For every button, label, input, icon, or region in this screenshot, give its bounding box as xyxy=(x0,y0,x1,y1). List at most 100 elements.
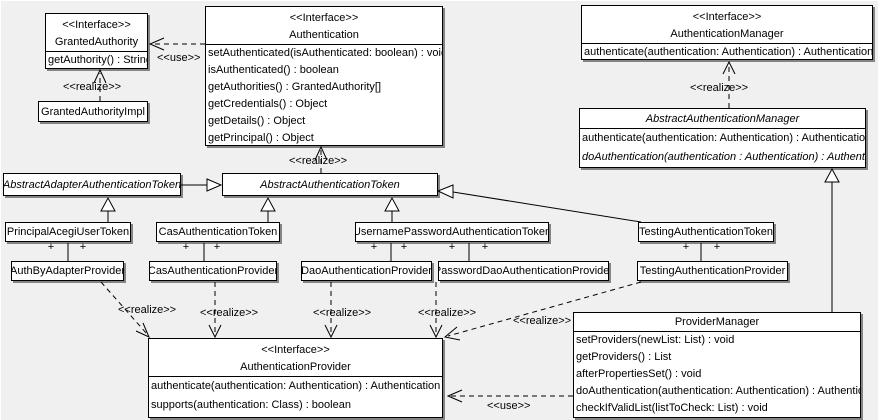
class-dao-authentication-provider[interactable]: DaoAuthenticationProvider xyxy=(301,261,432,281)
open-arrowhead xyxy=(135,322,150,338)
class-name: CasAuthenticationToken xyxy=(158,226,278,238)
realize-label-casprovider: <<realize>> xyxy=(200,307,259,319)
class-header: <<Interface>> AuthenticationProvider xyxy=(149,339,442,376)
multiplicity-plus: + xyxy=(682,241,690,253)
class-password-dao-authentication-provider[interactable]: PasswordDaoAuthenticationProvider xyxy=(438,261,609,281)
compartment-divider xyxy=(582,43,872,44)
stereotype: <<Interface>> xyxy=(62,19,131,31)
class-cas-authentication-token[interactable]: CasAuthenticationToken xyxy=(156,222,280,242)
realize-label-daoprovider: <<realize>> xyxy=(313,307,372,319)
method: getDetails() : Object xyxy=(208,115,306,127)
multiplicity-plus: + xyxy=(182,241,190,253)
class-cas-authentication-provider[interactable]: CasAuthenticationProvider xyxy=(149,261,277,281)
class-abstract-authentication-manager[interactable]: AbstractAuthenticationManager authentica… xyxy=(579,108,866,168)
open-arrowhead xyxy=(208,324,222,339)
multiplicity-plus: + xyxy=(79,241,87,253)
stereotype: <<Interface>> xyxy=(692,11,762,23)
class-granted-authority-impl[interactable]: GrantedAuthorityImpl xyxy=(38,101,148,122)
class-header: AbstractAuthenticationManager xyxy=(580,109,865,128)
compartment-divider xyxy=(46,51,147,52)
class-name: AbstractAuthenticationToken xyxy=(260,178,400,191)
edge-generalization-casauthenticationtoken[interactable] xyxy=(260,196,276,222)
multiplicity-plus: + xyxy=(213,241,221,253)
class-authentication-provider[interactable]: <<Interface>> AuthenticationProvider aut… xyxy=(148,338,443,418)
edge-generalization-principalacegiusertoken[interactable] xyxy=(100,196,116,222)
method: checkIfValidList(listToCheck: List) : vo… xyxy=(576,402,768,414)
class-name: UsernamePasswordAuthenticationToken xyxy=(355,226,549,238)
edge-generalization-testingauthenticationtoken[interactable] xyxy=(436,184,642,223)
stereotype: <<Interface>> xyxy=(289,12,359,24)
open-arrowhead xyxy=(429,324,443,339)
class-username-password-authentication-token[interactable]: UsernamePasswordAuthenticationToken xyxy=(355,222,549,242)
method: authenticate(authentication: Authenticat… xyxy=(151,380,441,392)
triangle-arrowhead xyxy=(824,167,840,183)
multiplicity-plus: + xyxy=(370,241,378,253)
method: setAuthenticated(isAuthenticated: boolea… xyxy=(208,47,443,59)
multiplicity-plus: + xyxy=(400,241,408,253)
edge-use-authentication-grantedauthority[interactable] xyxy=(148,37,205,51)
class-name: CasAuthenticationProvider xyxy=(149,265,277,277)
triangle-arrowhead xyxy=(100,196,116,212)
class-authentication-manager[interactable]: <<Interface>> AuthenticationManager auth… xyxy=(581,5,873,60)
open-arrowhead xyxy=(148,37,165,51)
triangle-arrowhead xyxy=(260,196,276,212)
multiplicity-plus: + xyxy=(448,241,456,253)
method: supports(authentication: Class) : boolea… xyxy=(151,399,351,411)
class-name: AuthenticationProvider xyxy=(240,361,351,373)
realize-label-authbyadapter: <<realize>> xyxy=(118,304,177,316)
compartment-divider xyxy=(206,44,442,45)
class-name: PrincipalAcegiUserToken xyxy=(6,226,130,238)
edge-generalization-abstractadapter-to-abstracttoken[interactable] xyxy=(181,178,223,192)
edge-generalization-providermanager-to-abstractmanager[interactable] xyxy=(824,167,840,312)
compartment-divider xyxy=(149,376,442,377)
multiplicity-plus: + xyxy=(713,241,721,253)
compartment-divider xyxy=(580,128,865,129)
realize-label-passworddaoprovider: <<realize>> xyxy=(418,307,477,319)
class-name: AbstractAuthenticationManager xyxy=(645,113,800,125)
class-provider-manager[interactable]: ProviderManager setProviders(newList: Li… xyxy=(573,312,861,418)
method: doAuthentication(authentication: Authent… xyxy=(576,385,861,397)
class-name: AuthByAdapterProvider xyxy=(11,265,124,277)
triangle-arrowhead xyxy=(436,184,454,199)
stereotype: <<Interface>> xyxy=(261,344,330,356)
method: getCredentials() : Object xyxy=(208,98,328,110)
realize-label-abstracttoken: <<realize>> xyxy=(289,155,348,167)
method: doAuthentication(authentication : Authen… xyxy=(582,151,866,163)
realize-label-abstractmanager: <<realize>> xyxy=(690,82,749,94)
class-name: DaoAuthenticationProvider xyxy=(301,265,432,277)
class-principal-acegi-user-token[interactable]: PrincipalAcegiUserToken xyxy=(5,222,131,242)
use-label-grantedauthority: <<use>> xyxy=(157,52,201,64)
open-arrowhead xyxy=(324,324,338,339)
open-arrowhead xyxy=(443,326,461,341)
method: afterPropertiesSet() : void xyxy=(576,368,702,380)
class-abstract-authentication-token[interactable]: AbstractAuthenticationToken xyxy=(222,173,438,196)
multiplicity-plus: + xyxy=(47,241,55,253)
class-testing-authentication-token[interactable]: TestingAuthenticationToken xyxy=(638,222,774,242)
method: getProviders() : List xyxy=(576,351,672,363)
class-name: GrantedAuthorityImpl xyxy=(41,105,145,118)
class-name: PasswordDaoAuthenticationProvider xyxy=(438,265,609,277)
class-header: <<Interface>> AuthenticationManager xyxy=(582,6,872,43)
class-name: Authentication xyxy=(289,29,359,41)
triangle-arrowhead xyxy=(206,178,223,192)
method: getAuthorities() : GrantedAuthority[] xyxy=(208,81,382,93)
class-header: ProviderManager xyxy=(574,313,860,331)
class-name: ProviderManager xyxy=(674,316,760,328)
compartment-divider xyxy=(574,331,860,332)
realize-label-grantedauthorityimpl: <<realize>> xyxy=(63,81,122,93)
class-granted-authority[interactable]: <<Interface>> GrantedAuthority getAuthor… xyxy=(45,13,148,69)
class-auth-by-adapter-provider[interactable]: AuthByAdapterProvider xyxy=(11,261,124,281)
class-header: <<Interface>> GrantedAuthority xyxy=(46,14,147,51)
class-abstract-adapter-authentication-token[interactable]: AbstractAdapterAuthenticationToken xyxy=(3,173,181,196)
method: isAuthenticated() : boolean xyxy=(208,64,339,76)
class-header: <<Interface>> Authentication xyxy=(206,7,442,44)
class-name: AuthenticationManager xyxy=(670,28,784,40)
class-authentication[interactable]: <<Interface>> Authentication setAuthenti… xyxy=(205,6,443,146)
method: authenticate(authentication: Authenticat… xyxy=(582,132,866,144)
edge-line xyxy=(452,191,642,223)
class-testing-authentication-provider[interactable]: TestingAuthenticationProvider xyxy=(637,261,788,281)
edge-generalization-usernamepasswordtoken[interactable] xyxy=(384,196,400,222)
method: getPrincipal() : Object xyxy=(208,132,314,144)
open-arrowhead xyxy=(446,389,463,403)
